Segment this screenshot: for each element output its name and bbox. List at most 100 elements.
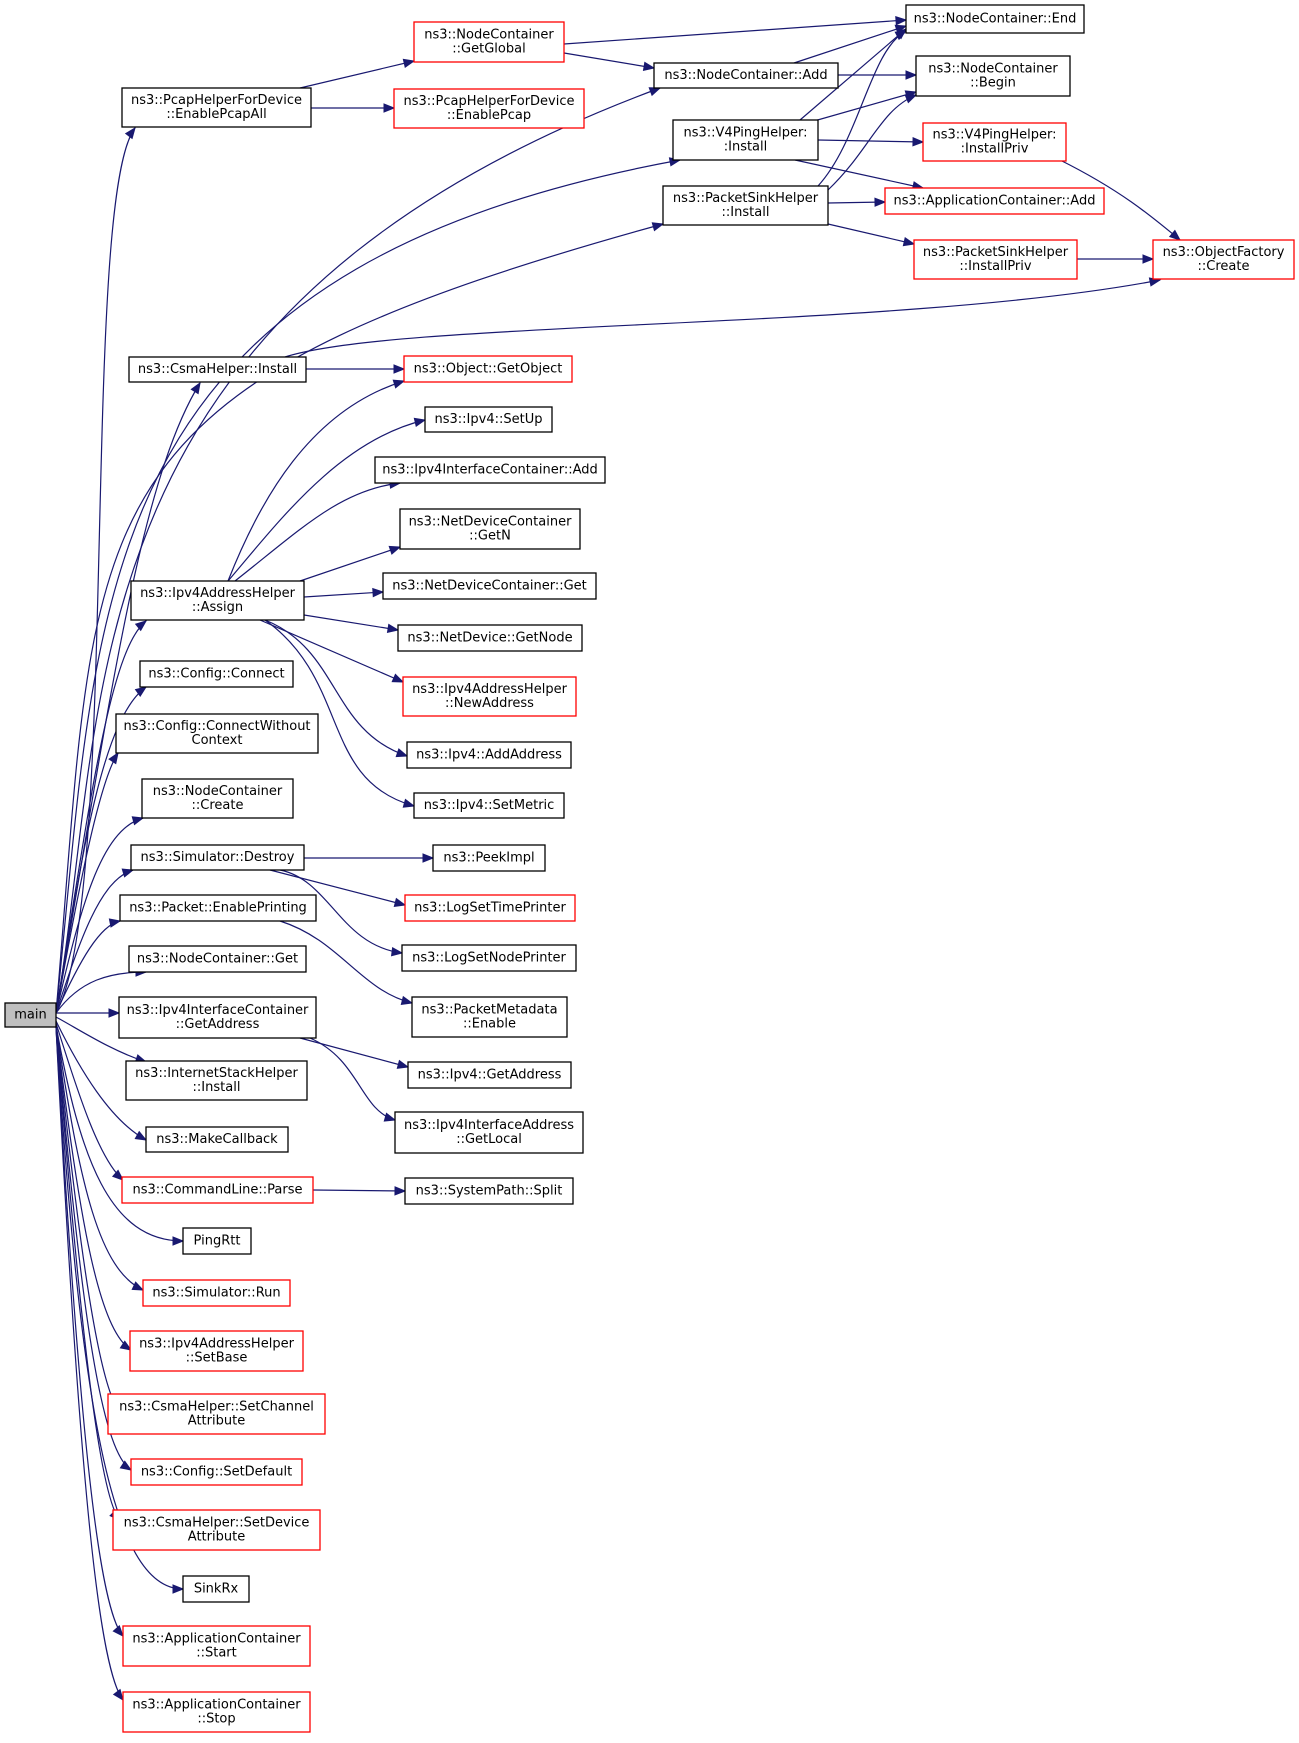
function-node-sim-destroy[interactable]: ns3::Simulator::Destroy xyxy=(130,844,305,871)
function-node-csma-install[interactable]: ns3::CsmaHelper::Install xyxy=(128,356,307,383)
function-node-nc-add[interactable]: ns3::NodeContainer::Add xyxy=(653,62,839,89)
call-edge xyxy=(234,479,402,582)
call-edge-arrowhead xyxy=(402,58,416,69)
function-node-iic-add[interactable]: ns3::Ipv4InterfaceContainer::Add xyxy=(374,456,606,484)
call-edge-arrowhead xyxy=(912,137,925,147)
function-node-v4-install[interactable]: ns3::V4PingHelper::Install xyxy=(672,119,819,161)
function-node-ipv4ah-setbase[interactable]: ns3::Ipv4AddressHelper::SetBase xyxy=(129,1330,304,1372)
function-node-ipv4ah-newaddr[interactable]: ns3::Ipv4AddressHelper::NewAddress xyxy=(402,676,577,717)
node-label: ns3::PeekImpl xyxy=(443,851,534,866)
node-label: ns3::Ipv4InterfaceContainer xyxy=(127,1003,309,1018)
function-node-pkt-enableprint[interactable]: ns3::Packet::EnablePrinting xyxy=(119,894,317,922)
function-node-ac-add[interactable]: ns3::ApplicationContainer::Add xyxy=(884,187,1105,215)
node-label: ::SetBase xyxy=(186,1351,248,1366)
function-node-v4-installpriv[interactable]: ns3::V4PingHelper::InstallPriv xyxy=(922,122,1067,162)
node-box xyxy=(145,1126,289,1153)
node-label: ::GetLocal xyxy=(456,1132,522,1147)
function-node-ipv4-getaddr[interactable]: ns3::Ipv4::GetAddress xyxy=(407,1061,572,1089)
node-box xyxy=(4,1002,57,1028)
function-node-logsettime[interactable]: ns3::LogSetTimePrinter xyxy=(404,894,576,922)
call-edge-line xyxy=(827,223,915,245)
node-label: ns3::Object::GetObject xyxy=(414,362,563,377)
function-node-ipv4-setup[interactable]: ns3::Ipv4::SetUp xyxy=(424,406,553,433)
call-edge xyxy=(55,1026,124,1702)
function-node-ipv4-setmetric[interactable]: ns3::Ipv4::SetMetric xyxy=(413,792,565,819)
call-edge-line xyxy=(279,869,403,954)
call-edge xyxy=(827,223,916,247)
call-edge-line xyxy=(827,94,917,191)
function-node-sim-run[interactable]: ns3::Simulator::Run xyxy=(142,1279,291,1307)
function-node-nc-create[interactable]: ns3::NodeContainer::Create xyxy=(141,778,294,819)
function-node-ps-installpriv[interactable]: ns3::PacketSinkHelper::InstallPriv xyxy=(913,239,1078,280)
call-edge-line xyxy=(563,19,907,45)
function-node-makecallback[interactable]: ns3::MakeCallback xyxy=(145,1126,289,1153)
function-node-ac-start[interactable]: ns3::ApplicationContainer::Start xyxy=(122,1625,311,1667)
node-label: ns3::V4PingHelper: xyxy=(933,128,1057,143)
node-box xyxy=(129,1330,304,1372)
call-edge xyxy=(303,614,400,634)
call-edge-arrowhead xyxy=(393,364,406,374)
call-edge-arrowhead xyxy=(894,24,908,34)
function-node-pm-enable[interactable]: ns3::PacketMetadata::Enable xyxy=(411,996,568,1038)
function-node-iia-getlocal[interactable]: ns3::Ipv4InterfaceAddress::GetLocal xyxy=(394,1111,584,1154)
function-node-ish-install[interactable]: ns3::InternetStackHelper::Install xyxy=(125,1060,308,1101)
function-node-iic-getaddr[interactable]: ns3::Ipv4InterfaceContainer::GetAddress xyxy=(118,996,317,1039)
node-label: ::Install xyxy=(722,205,770,220)
call-edge-arrowhead xyxy=(400,995,414,1006)
node-label: ::GetN xyxy=(469,529,511,544)
call-edge-arrowhead xyxy=(395,748,409,758)
function-node-config-connect[interactable]: ns3::Config::Connect xyxy=(139,660,294,688)
function-node-obj-getobject[interactable]: ns3::Object::GetObject xyxy=(403,355,573,383)
root-node-main[interactable]: main xyxy=(4,1002,57,1028)
function-node-of-create[interactable]: ns3::ObjectFactory::Create xyxy=(1152,239,1295,280)
function-node-nc-getglobal[interactable]: ns3::NodeContainer::GetGlobal xyxy=(413,21,565,63)
function-node-cl-parse[interactable]: ns3::CommandLine::Parse xyxy=(121,1176,314,1204)
call-edge-arrowhead xyxy=(134,1130,148,1141)
node-label: ns3::Ipv4AddressHelper xyxy=(139,1337,295,1352)
call-edge-line xyxy=(299,1037,409,1068)
call-edge-line xyxy=(259,619,404,683)
call-graph-edges xyxy=(55,16,1182,1702)
function-node-ps-install[interactable]: ns3::PacketSinkHelper::Install xyxy=(662,185,829,226)
function-node-nc-begin[interactable]: ns3::NodeContainer::Begin xyxy=(915,55,1071,97)
function-node-ac-stop[interactable]: ns3::ApplicationContainer::Stop xyxy=(122,1691,311,1733)
node-label: ns3::PcapHelperForDevice xyxy=(131,93,302,108)
node-box xyxy=(119,894,317,922)
call-edge xyxy=(827,197,887,207)
function-node-ipv4ah-assign[interactable]: ns3::Ipv4AddressHelper::Assign xyxy=(130,580,305,621)
function-node-sinkrx[interactable]: SinkRx xyxy=(182,1575,250,1603)
call-edge-line xyxy=(284,279,1161,358)
node-box xyxy=(118,996,317,1039)
function-node-ipv4-addaddr[interactable]: ns3::Ipv4::AddAddress xyxy=(406,741,572,769)
call-edge-arrowhead xyxy=(134,686,148,697)
function-node-logsetnode[interactable]: ns3::LogSetNodePrinter xyxy=(401,944,577,972)
node-label: ns3::Ipv4::SetUp xyxy=(435,412,543,427)
function-node-nc-get[interactable]: ns3::NodeContainer::Get xyxy=(128,945,307,973)
function-node-sp-split[interactable]: ns3::SystemPath::Split xyxy=(404,1177,574,1205)
node-box xyxy=(374,456,606,484)
call-edge xyxy=(227,417,427,582)
call-edge-arrowhead xyxy=(642,61,656,71)
node-label: ns3::LogSetNodePrinter xyxy=(412,951,566,966)
function-node-peekimpl[interactable]: ns3::PeekImpl xyxy=(432,844,546,872)
call-edge xyxy=(55,751,119,1014)
call-edge xyxy=(56,1008,121,1018)
function-node-nc-end[interactable]: ns3::NodeContainer::End xyxy=(905,4,1085,34)
call-edge-arrowhead xyxy=(383,1112,397,1122)
function-node-nd-getnode[interactable]: ns3::NetDevice::GetNode xyxy=(397,624,583,652)
function-node-ndc-getn[interactable]: ns3::NetDeviceContainer::GetN xyxy=(399,508,581,550)
function-node-pcap-all[interactable]: ns3::PcapHelperForDevice::EnablePcapAll xyxy=(121,87,312,128)
function-node-pcap-enable[interactable]: ns3::PcapHelperForDevice::EnablePcap xyxy=(393,88,585,129)
call-edge-arrowhead xyxy=(902,237,916,247)
call-edge-arrowhead xyxy=(905,70,918,80)
function-node-config-setdefault[interactable]: ns3::Config::SetDefault xyxy=(130,1458,303,1486)
function-node-ndc-get[interactable]: ns3::NetDeviceContainer::Get xyxy=(382,572,597,600)
function-node-pingrtt[interactable]: PingRtt xyxy=(182,1227,252,1255)
node-box xyxy=(922,122,1067,162)
node-label: ::Create xyxy=(192,798,244,813)
node-box xyxy=(112,1509,321,1551)
